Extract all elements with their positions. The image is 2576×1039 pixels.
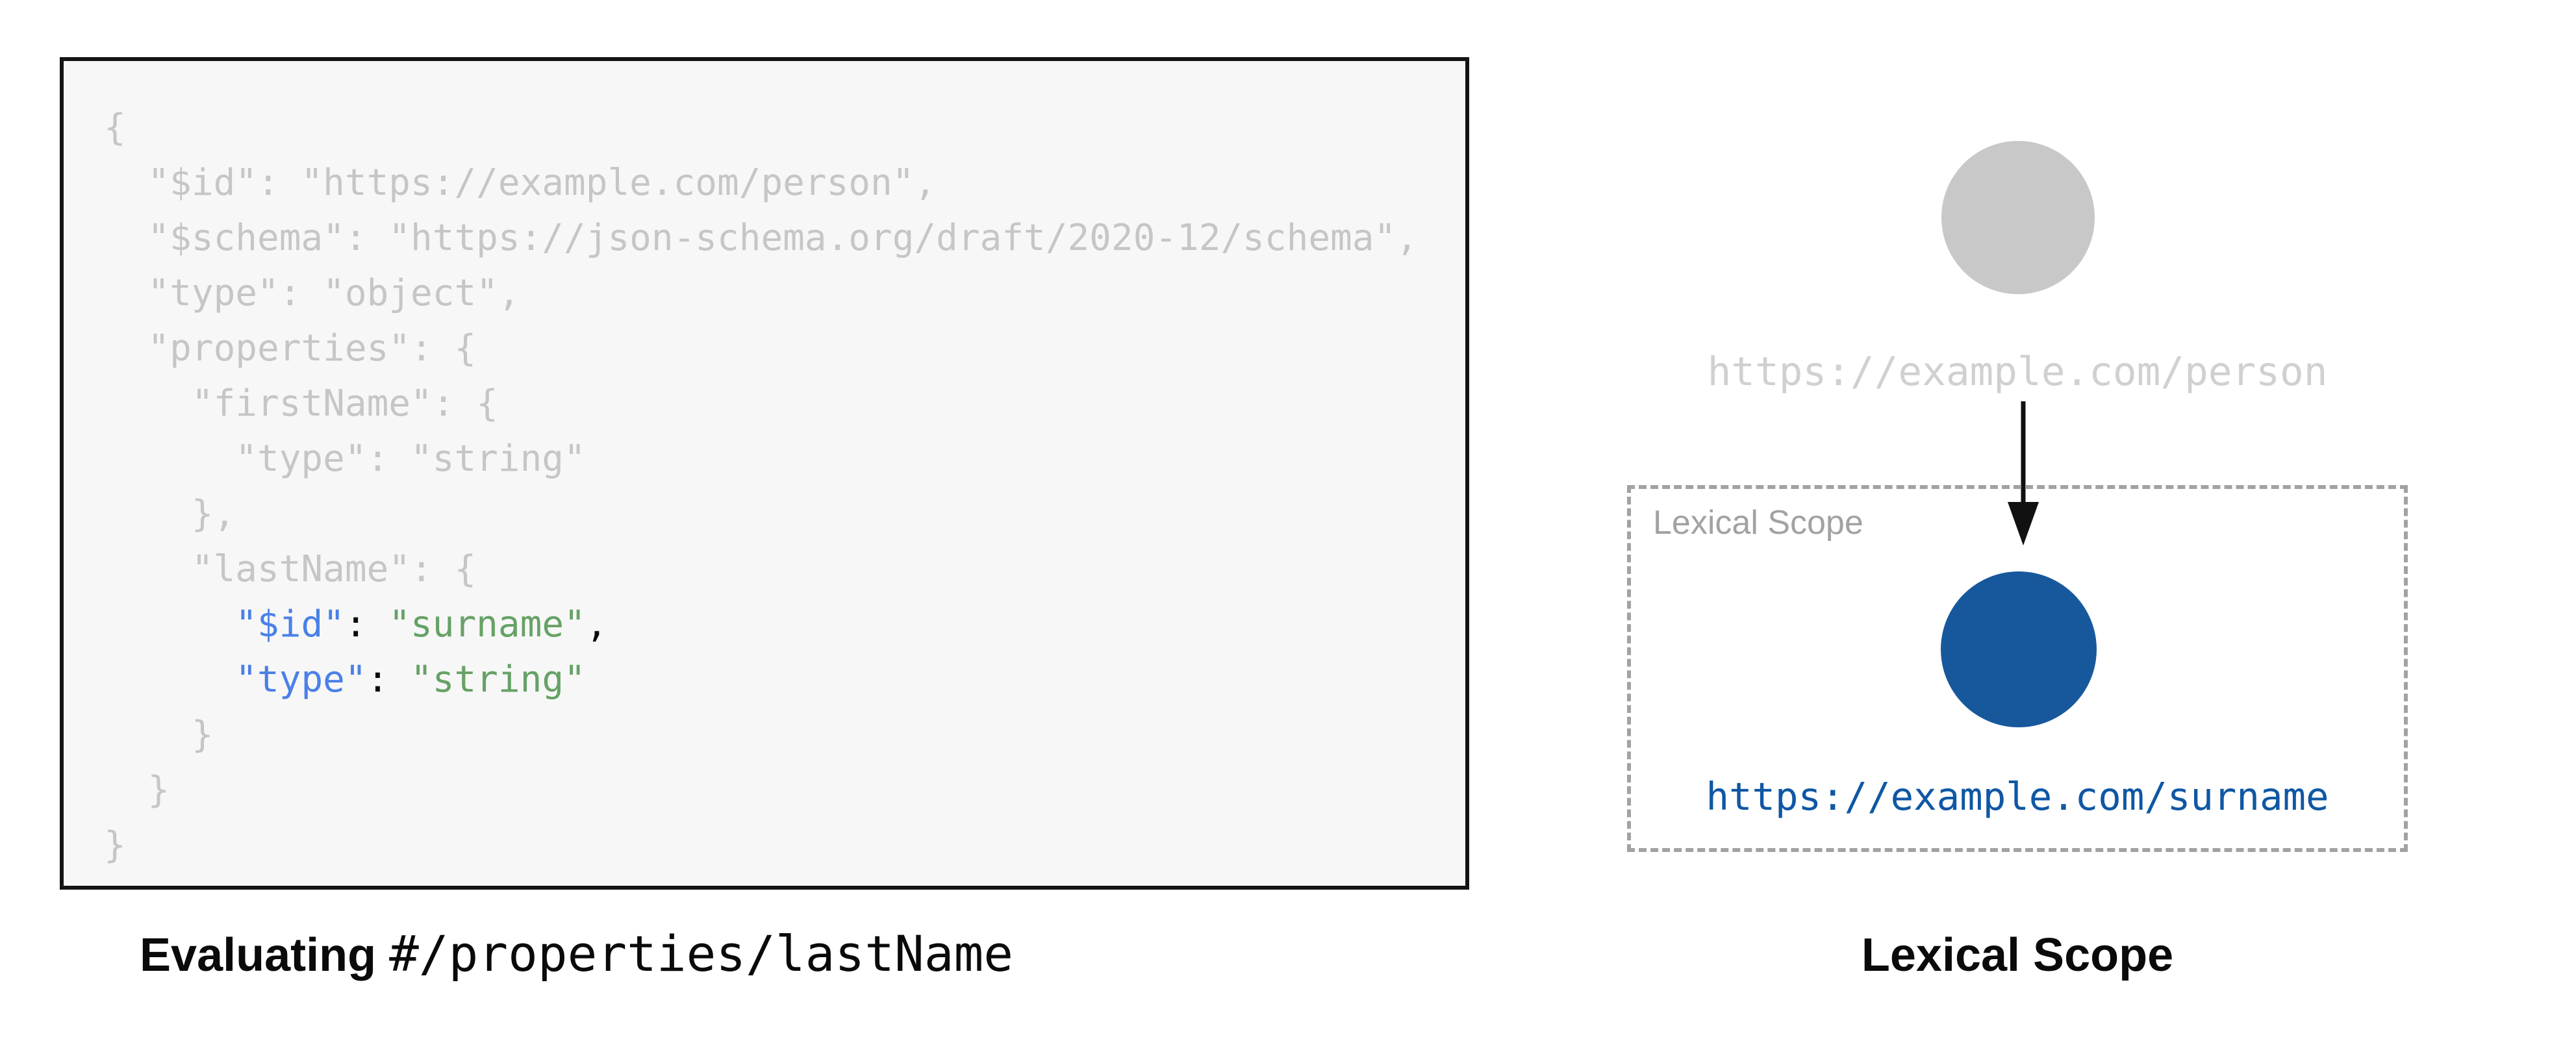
schema-code-panel: { "$id": "https://example.com/person", "… bbox=[60, 57, 1469, 890]
parent-schema-node-circle bbox=[1941, 141, 2095, 294]
lexical-scope-box: Lexical Scope bbox=[1627, 485, 2408, 852]
code-highlight-line-type: "type": "string" bbox=[104, 658, 586, 701]
code-colon: : bbox=[344, 603, 389, 645]
left-caption-pointer: #/properties/lastName bbox=[389, 925, 1013, 983]
right-caption: Lexical Scope bbox=[1861, 929, 2174, 981]
code-value-string: "string" bbox=[410, 658, 586, 701]
code-key-type: "type" bbox=[235, 658, 367, 701]
child-schema-node-circle bbox=[1941, 571, 2097, 727]
code-indent bbox=[104, 658, 235, 701]
code-indent bbox=[104, 603, 235, 645]
lexical-scope-box-label: Lexical Scope bbox=[1653, 504, 1863, 542]
left-caption-word: Evaluating bbox=[140, 929, 377, 981]
code-faded-top: { "$id": "https://example.com/person", "… bbox=[104, 106, 1418, 590]
code-highlight-line-id: "$id": "surname", bbox=[104, 603, 607, 645]
code-colon: : bbox=[366, 658, 411, 701]
left-caption: Evaluating #/properties/lastName bbox=[140, 925, 1013, 983]
code-faded-bottom: } } } bbox=[104, 714, 214, 866]
parent-schema-uri: https://example.com/person bbox=[1707, 349, 2328, 395]
code-key-id: "$id" bbox=[235, 603, 345, 645]
child-schema-uri: https://example.com/surname bbox=[1706, 774, 2329, 819]
code-comma: , bbox=[585, 603, 608, 645]
caption-space bbox=[376, 929, 389, 981]
json-schema-code: { "$id": "https://example.com/person", "… bbox=[64, 61, 1465, 873]
code-value-surname: "surname" bbox=[388, 603, 586, 645]
